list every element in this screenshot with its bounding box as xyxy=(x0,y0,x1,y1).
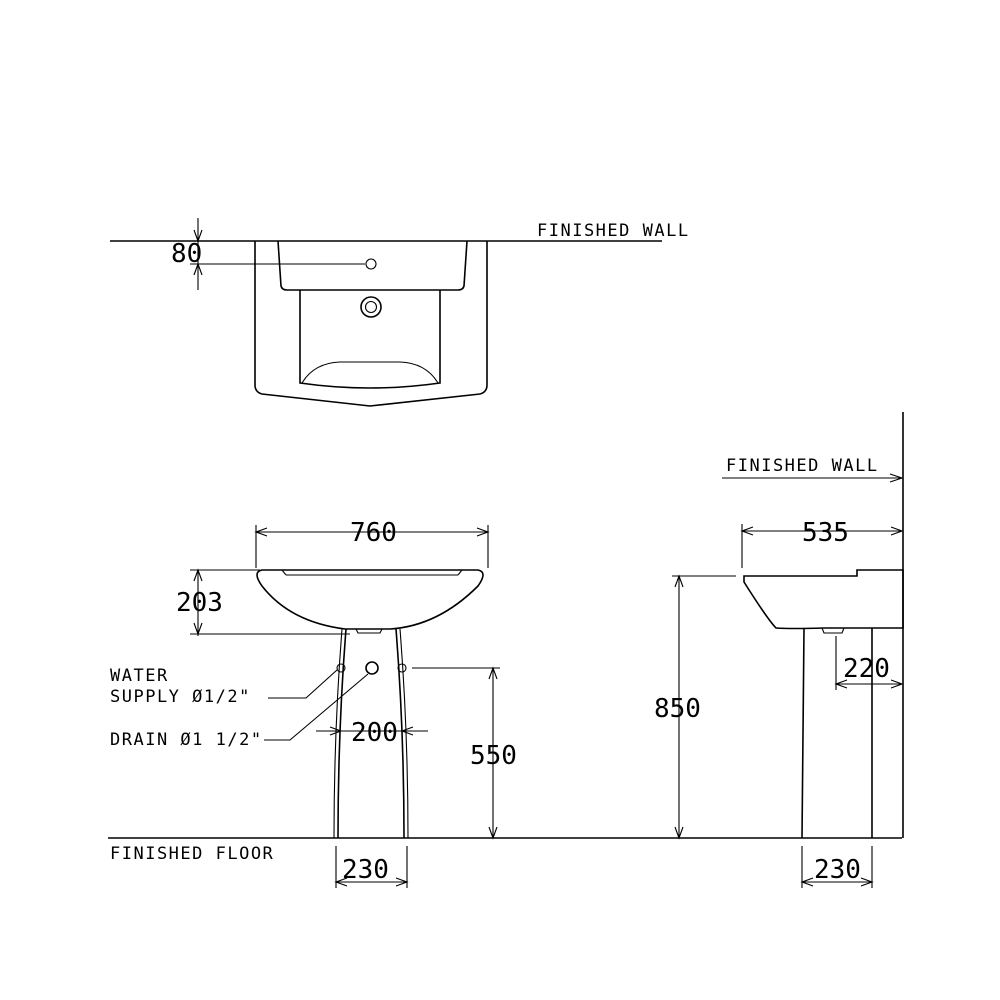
dim-230s-arrow-left xyxy=(800,877,814,887)
water-supply-leader xyxy=(268,669,338,699)
waste-outlet xyxy=(355,628,383,634)
front-view xyxy=(108,525,902,888)
deck-edge-right xyxy=(457,569,463,576)
dim-230f-arrow-right xyxy=(395,877,409,887)
drain-label: DRAIN Ø1 1/2" xyxy=(110,730,263,750)
basin-front-outline xyxy=(256,569,484,630)
dim-230-front-text: 230 xyxy=(342,855,389,885)
dim-850-arrow-top xyxy=(674,574,684,588)
dim-230s-arrow-right xyxy=(860,877,874,887)
dim-200-arrow-left xyxy=(329,726,343,736)
pedestal-left-edge-outer xyxy=(333,628,343,839)
tap-deck-outline xyxy=(277,240,468,291)
dim-850-text: 850 xyxy=(654,694,701,724)
deck-edge-left xyxy=(281,569,287,576)
dim-80-arrow-top xyxy=(193,229,203,243)
side-waste-outlet xyxy=(821,627,845,634)
dim-200-arrow-right xyxy=(400,726,414,736)
finished-floor-label: FINISHED FLOOR xyxy=(110,844,274,864)
dim-80-text: 80 xyxy=(171,239,202,269)
side-pedestal-front xyxy=(801,627,805,839)
dim-203-arrow-bottom xyxy=(193,622,203,636)
drain-leader xyxy=(264,673,369,741)
dim-850-arrow-bottom xyxy=(674,826,684,840)
dim-80-arrow-bottom xyxy=(193,262,203,276)
dim-535-text: 535 xyxy=(802,518,849,548)
dim-230f-arrow-left xyxy=(334,877,348,887)
side-view xyxy=(672,412,904,888)
water-supply-label-line1: WATER xyxy=(110,666,169,686)
supply-right-icon xyxy=(397,663,407,673)
dim-550-text: 550 xyxy=(470,741,517,771)
dim-220-arrow-right xyxy=(890,679,904,689)
dim-550-arrow-top xyxy=(488,666,498,680)
finished-wall-label-side: FINISHED WALL xyxy=(726,456,879,476)
tap-hole-icon xyxy=(365,258,377,270)
dim-203-arrow-top xyxy=(193,568,203,582)
drain-front-icon xyxy=(365,661,379,675)
bowl-front-curve xyxy=(301,361,439,384)
bowl-outline xyxy=(299,290,441,389)
water-supply-label-line2: SUPPLY Ø1/2" xyxy=(110,687,251,707)
dim-200-text: 200 xyxy=(351,718,398,748)
dim-220-text: 220 xyxy=(843,654,890,684)
dim-760-arrow-left xyxy=(254,527,268,537)
finished-wall-arrow xyxy=(889,473,904,483)
drain-outer-icon xyxy=(360,296,382,318)
dim-535-arrow-left xyxy=(740,526,754,536)
finished-wall-label-top: FINISHED WALL xyxy=(537,221,690,241)
pedestal-right-edge-outer xyxy=(399,628,409,839)
basin-side-outline xyxy=(743,569,904,630)
dim-203-text: 203 xyxy=(176,588,223,618)
drain-inner-icon xyxy=(364,300,378,314)
plan-view xyxy=(110,218,662,407)
dim-760-text: 760 xyxy=(350,518,397,548)
dim-550-arrow-bottom xyxy=(488,826,498,840)
dim-535-arrow-right xyxy=(890,526,904,536)
dim-230-side-text: 230 xyxy=(814,855,861,885)
dim-220-arrow-left xyxy=(834,679,848,689)
dim-760-arrow-right xyxy=(476,527,490,537)
pedestal-right-edge xyxy=(395,628,405,839)
supply-left-icon xyxy=(336,663,346,673)
basin-plan-outline xyxy=(254,241,488,407)
